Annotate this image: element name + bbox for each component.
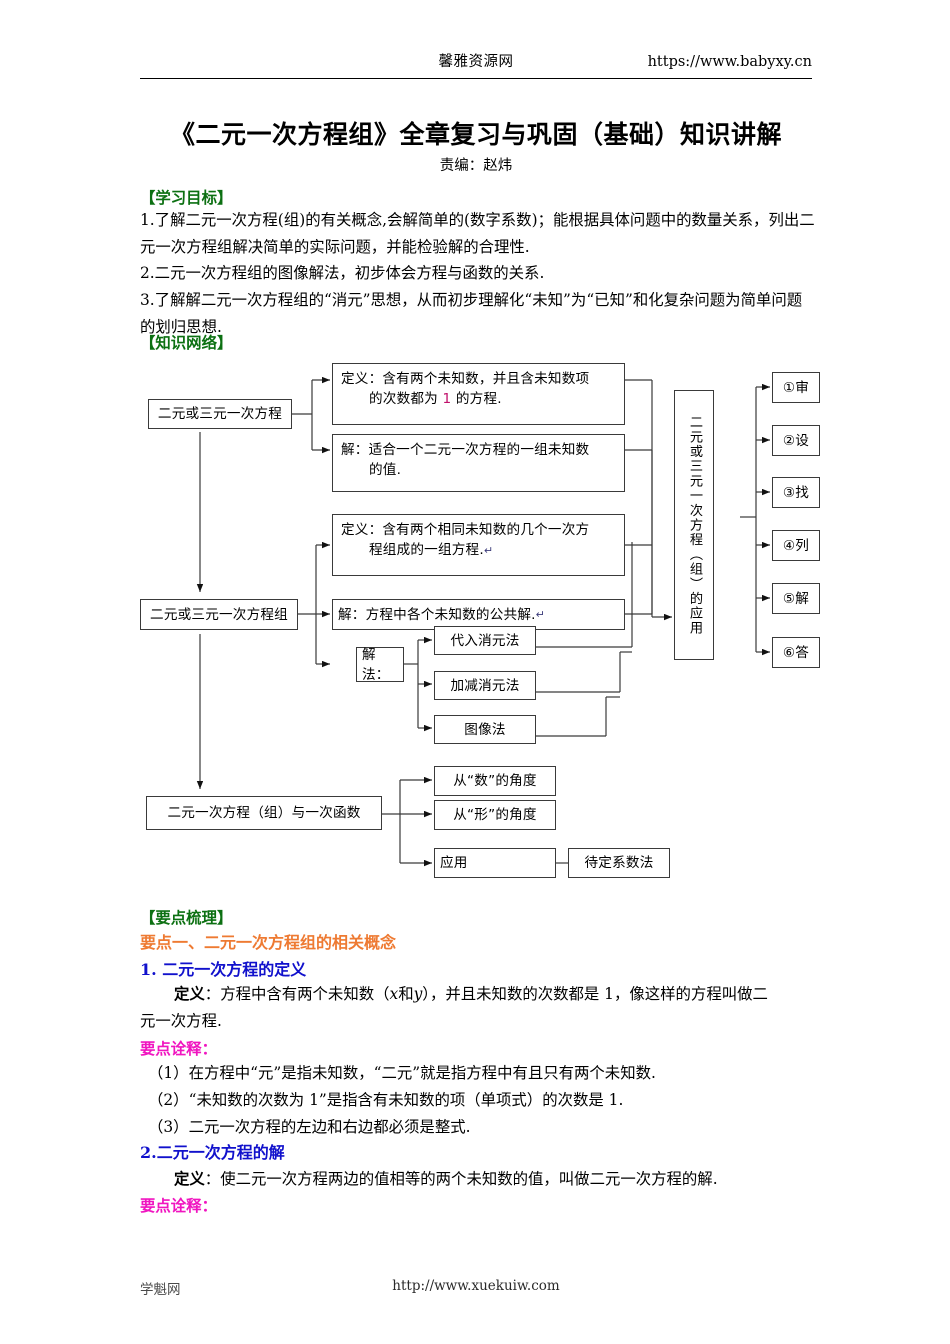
equation-solution-line2: 的值. [369, 462, 402, 478]
definition-label-2: 定义 [174, 1170, 205, 1188]
diagram-box-application-vertical: 二元或三元一次方程（组）的应用 [674, 390, 714, 660]
header-site-name: 馨雅资源网 [438, 54, 514, 70]
pilcrow-mark: ↵ [483, 544, 494, 557]
diagram-step-1: ①审 [772, 372, 820, 403]
definition-text-1b: 和 [398, 985, 414, 1003]
diagram-box-undetermined-coefficients: 待定系数法 [568, 848, 670, 878]
system-definition-line2: 程组成的一组方程.↵ [369, 542, 494, 558]
objective-1: 1.了解二元一次方程(组)的有关概念,会解简单的(数字系数)；能根据具体问题中的… [140, 211, 815, 256]
explain-label-2: 要点诠释： [140, 1197, 217, 1215]
points-heading: 【要点梳理】 [140, 909, 233, 927]
pilcrow-mark-2: ↵ [535, 607, 546, 621]
equation-definition-line2: 的次数都为 1 的方程. [369, 391, 502, 407]
diagram-box-equation-solution: 解：适合一个二元一次方程的一组未知数 的值. [332, 434, 625, 492]
diagram-box-substitution-method: 代入消元法 [434, 626, 536, 655]
equation-degree-number: 1 [442, 391, 452, 407]
running-header: 馨雅资源网 https://www.babyxy.cn [140, 52, 813, 78]
definition-text-2: ：使二元一次方程两边的值相等的两个未知数的值，叫做二元一次方程的解. [204, 1170, 718, 1188]
diagram-box-elimination-method: 加减消元法 [434, 671, 536, 700]
diagram-step-5: ⑤解 [772, 583, 820, 614]
point-one-heading: 要点一、二元一次方程组的相关概念 [140, 933, 397, 952]
definition-text-1d: 元一次方程. [140, 1011, 222, 1030]
knowledge-network-diagram: 二元或三元一次方程 二元或三元一次方程组 二元一次方程（组）与一次函数 定义：含… [0, 352, 950, 897]
header-site-url: https://www.babyxy.cn [647, 54, 812, 70]
objective-3: 3.了解解二元一次方程组的“消元”思想，从而初步理解化“未知”为“已知”和化复杂… [140, 291, 803, 336]
diagram-step-2: ②设 [772, 425, 820, 456]
objective-2: 2.二元一次方程组的图像解法，初步体会方程与函数的关系. [140, 264, 545, 282]
objectives-heading: 【学习目标】 [140, 189, 233, 207]
explain-label-1: 要点诠释： [140, 1040, 217, 1058]
system-solution-text: 解：方程中各个未知数的公共解. [338, 606, 536, 623]
diagram-step-4: ④列 [772, 530, 820, 561]
variable-x: x [389, 985, 399, 1003]
definition-label-1: 定义 [174, 985, 205, 1003]
diagram-node-equation: 二元或三元一次方程 [148, 399, 292, 429]
definition-text-1a: ：方程中含有两个未知数（ [204, 985, 390, 1003]
diagram-box-graphical-method: 图像法 [434, 715, 536, 744]
diagram-box-shape-view: 从“形”的角度 [434, 800, 556, 830]
system-definition-line1: 定义：含有两个相同未知数的几个一次方 [341, 522, 590, 538]
diagram-node-system: 二元或三元一次方程组 [140, 599, 298, 630]
item-1-heading: 1. 二元一次方程的定义 [140, 960, 307, 979]
footer-site-name: 学魁网 [140, 1282, 181, 1298]
item-1-definition: 定义：方程中含有两个未知数（x和y），并且未知数的次数都是 1，像这样的方程叫做… [140, 981, 816, 1034]
item-2-definition: 定义：使二元一次方程两边的值相等的两个未知数的值，叫做二元一次方程的解. [140, 1166, 816, 1193]
item-1-note-2: （2）“未知数的次数为 1”是指含有未知数的项（单项式）的次数是 1. [148, 1091, 624, 1109]
diagram-box-equation-definition: 定义：含有两个未知数，并且含未知数项 的次数都为 1 的方程. [332, 363, 625, 425]
diagram-step-6: ⑥答 [772, 637, 820, 668]
footer-url: http://www.xuekuiw.com [392, 1278, 560, 1294]
diagram-node-function: 二元一次方程（组）与一次函数 [146, 796, 382, 830]
diagram-step-3: ③找 [772, 477, 820, 508]
byline: 责编：赵炜 [439, 158, 513, 174]
diagram-box-application: 应用 [434, 848, 556, 878]
definition-text-1c: ），并且未知数的次数都是 1，像这样的方程叫做二 [422, 985, 768, 1003]
header-divider [140, 78, 812, 79]
equation-definition-line1: 定义：含有两个未知数，并且含未知数项 [341, 371, 590, 387]
network-heading: 【知识网络】 [140, 334, 233, 352]
diagram-box-numeric-view: 从“数”的角度 [434, 766, 556, 796]
page-title: 《二元一次方程组》全章复习与巩固（基础）知识讲解 [169, 120, 782, 149]
item-1-note-3: （3）二元一次方程的左边和右边都必须是整式. [148, 1118, 471, 1136]
variable-y: y [413, 985, 423, 1003]
diagram-box-methods: 解法： [356, 647, 404, 683]
diagram-connectors [196, 376, 770, 867]
item-1-note-1: （1）在方程中“元”是指未知数，“二元”就是指方程中有且只有两个未知数. [148, 1064, 656, 1082]
item-2-heading: 2.二元一次方程的解 [140, 1143, 285, 1162]
equation-solution-line1: 解：适合一个二元一次方程的一组未知数 [341, 442, 590, 458]
diagram-box-system-solution: 解：方程中各个未知数的公共解.↵ [332, 599, 625, 630]
diagram-box-system-definition: 定义：含有两个相同未知数的几个一次方 程组成的一组方程.↵ [332, 514, 625, 576]
